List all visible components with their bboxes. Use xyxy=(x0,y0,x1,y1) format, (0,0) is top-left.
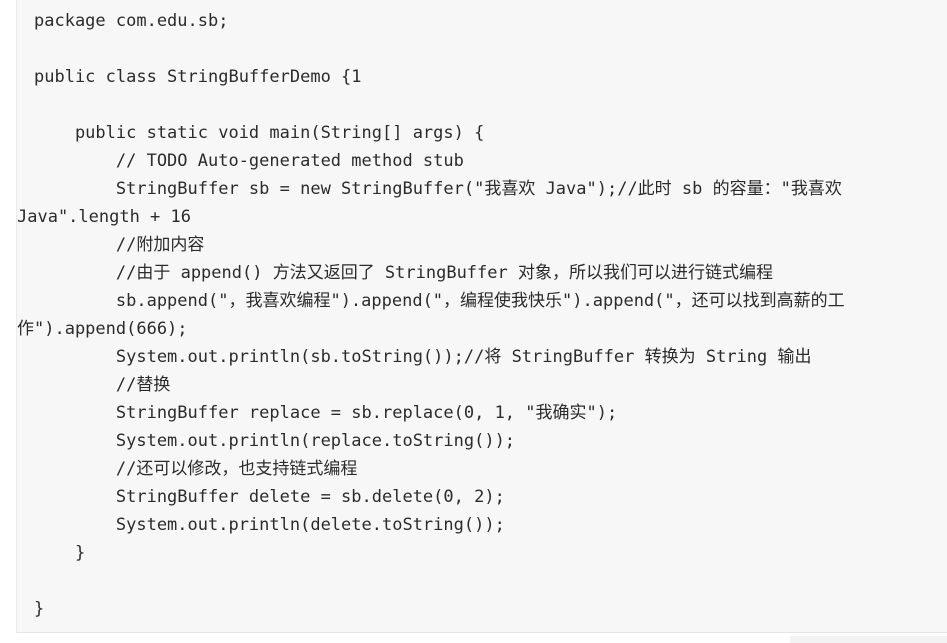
code-line xyxy=(34,35,845,63)
code-line: } xyxy=(34,543,86,563)
code-line: System.out.println(replace.toString()); xyxy=(34,431,516,451)
code-line: StringBuffer replace = sb.replace(0, 1, … xyxy=(34,403,618,423)
code-line: System.out.println(delete.toString()); xyxy=(34,515,505,535)
code-line: StringBuffer delete = sb.delete(0, 2); xyxy=(34,487,505,507)
bottom-divider xyxy=(790,636,947,643)
code-line: public static void main(String[] args) { xyxy=(34,123,485,143)
code-line: System.out.println(sb.toString());//将 St… xyxy=(34,347,812,367)
code-line xyxy=(34,567,845,595)
code-line: StringBuffer sb = new StringBuffer("我喜欢 … xyxy=(34,179,842,199)
code-block[interactable]: package com.edu.sb; public class StringBu… xyxy=(17,7,845,623)
code-line: //还可以修改，也支持链式编程 xyxy=(34,459,358,479)
code-line: //替换 xyxy=(34,375,171,395)
code-line: // TODO Auto-generated method stub xyxy=(34,151,464,171)
code-line-wrapped: Java".length + 16 xyxy=(17,207,191,227)
code-line: public class StringBufferDemo {1 xyxy=(34,67,362,87)
code-block-panel: package com.edu.sb; public class StringBu… xyxy=(16,0,947,633)
code-line: package com.edu.sb; xyxy=(34,11,229,31)
code-line: //附加内容 xyxy=(34,235,205,255)
code-line: sb.append("，我喜欢编程").append("，编程使我快乐").ap… xyxy=(34,291,845,311)
code-line: } xyxy=(34,599,45,619)
code-line-wrapped: 作").append(666); xyxy=(17,319,188,339)
code-line xyxy=(34,91,845,119)
code-line: //由于 append() 方法又返回了 StringBuffer 对象，所以我… xyxy=(34,263,773,283)
